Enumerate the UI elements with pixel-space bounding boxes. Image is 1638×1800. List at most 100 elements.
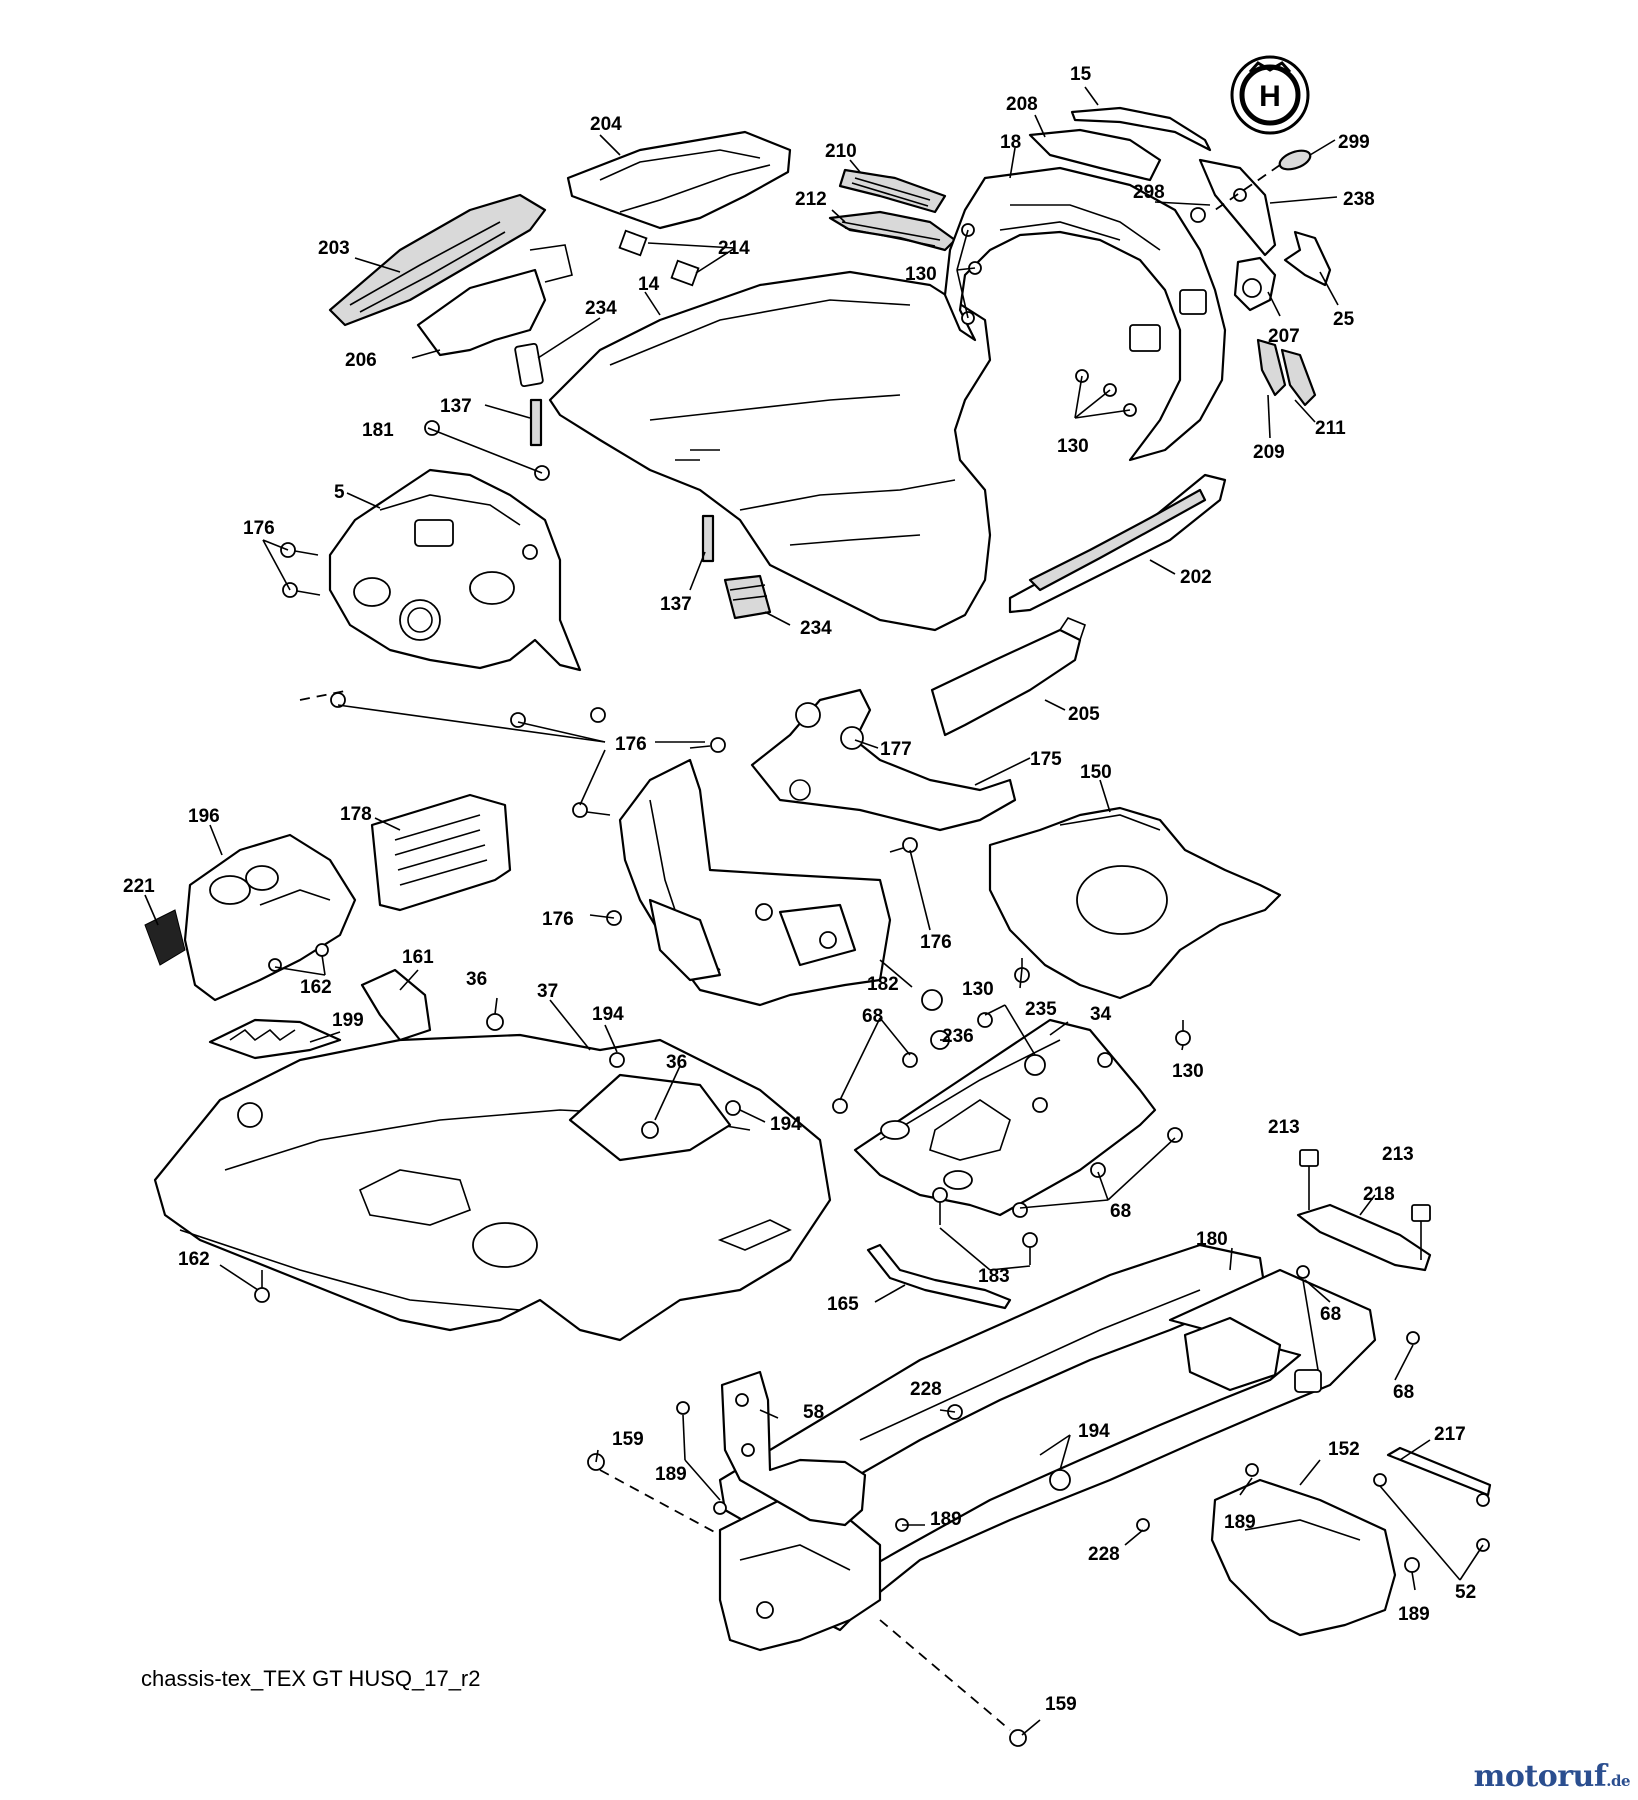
label-234b: 234: [800, 618, 832, 639]
label-196: 196: [188, 806, 220, 827]
label-37: 37: [537, 981, 558, 1002]
label-194c: 194: [1078, 1421, 1110, 1442]
label-165: 165: [827, 1294, 859, 1315]
label-194a: 194: [592, 1004, 624, 1025]
part-212-grille: [828, 210, 957, 252]
label-25: 25: [1333, 309, 1355, 330]
label-130b: 130: [1057, 436, 1089, 457]
label-130d: 130: [1172, 1061, 1204, 1082]
part-218-bracket: [1296, 1203, 1432, 1272]
part-15-trim: [1070, 106, 1212, 152]
part-number-labels: 15 208 299 18 204 210 298 238 212 130 21…: [123, 64, 1476, 1715]
watermark-suffix: .de: [1606, 1772, 1630, 1790]
label-299: 299: [1338, 132, 1370, 153]
part-298-grommet: [1190, 207, 1206, 223]
label-176d: 176: [920, 932, 952, 953]
part-199-plate: [208, 1018, 342, 1060]
label-52: 52: [1455, 1582, 1476, 1603]
part-52-nuts: [1373, 1473, 1490, 1507]
label-150: 150: [1080, 762, 1112, 783]
label-212: 212: [795, 189, 827, 210]
part-182-grille-housing: [618, 758, 892, 1007]
part-210-grille: [838, 168, 947, 214]
label-202: 202: [1180, 567, 1212, 588]
part-204-hood-cover: [566, 130, 792, 230]
part-175-bracket: [750, 688, 1017, 832]
part-234-pad-bottom: [723, 574, 772, 620]
label-183: 183: [978, 1266, 1010, 1287]
part-14-hood: [548, 270, 992, 632]
label-214: 214: [718, 238, 750, 259]
part-203-front-grille: [328, 193, 547, 327]
label-176b: 176: [615, 734, 647, 755]
part-37-deck: [153, 1033, 832, 1342]
part-299-emblem: [1278, 149, 1312, 171]
label-189b: 189: [930, 1509, 962, 1530]
part-137-strip-bottom: [701, 514, 715, 563]
label-162a: 162: [300, 977, 332, 998]
part-196-pedal-cover: [183, 833, 357, 1002]
part-211-grille: [1280, 348, 1317, 407]
label-213a: 213: [1268, 1117, 1300, 1138]
leader-lines: [144, 86, 1484, 1736]
label-211: 211: [1315, 418, 1346, 439]
label-228b: 228: [1088, 1544, 1120, 1565]
label-194b: 194: [770, 1114, 802, 1135]
label-210: 210: [825, 141, 857, 162]
watermark-brand: motoruf.de: [1474, 1759, 1631, 1794]
bolts-176-top: [280, 542, 606, 728]
part-208-panel: [1028, 128, 1162, 182]
part-150-shroud: [988, 806, 1282, 1000]
label-203: 203: [318, 238, 350, 259]
label-161: 161: [402, 947, 434, 968]
label-221: 221: [123, 876, 155, 897]
part-152-cover: [1210, 1478, 1397, 1637]
label-68b: 68: [1110, 1201, 1131, 1222]
label-228a: 228: [910, 1379, 942, 1400]
label-176a: 176: [243, 518, 275, 539]
label-68a: 68: [862, 1006, 883, 1027]
part-161-clip: [360, 968, 432, 1042]
label-36b: 36: [666, 1052, 687, 1073]
label-137b: 137: [660, 594, 692, 615]
label-68d: 68: [1393, 1382, 1414, 1403]
label-189a: 189: [655, 1464, 687, 1485]
part-234-pad-top: [514, 342, 544, 388]
part-214-clips: [618, 229, 700, 287]
label-218: 218: [1363, 1184, 1395, 1205]
label-182: 182: [867, 974, 899, 995]
part-207-light-housing: [1233, 256, 1277, 312]
husqvarna-crown-logo: H: [1230, 55, 1310, 135]
label-159b: 159: [1045, 1694, 1077, 1715]
label-175: 175: [1030, 749, 1062, 770]
label-208: 208: [1006, 94, 1038, 115]
label-213b: 213: [1382, 1144, 1414, 1165]
label-130a: 130: [905, 264, 937, 285]
label-162b: 162: [178, 1249, 210, 1270]
label-68c: 68: [1320, 1304, 1341, 1325]
part-206-bracket: [416, 244, 573, 357]
label-238: 238: [1343, 189, 1375, 210]
label-234a: 234: [585, 298, 617, 319]
label-18: 18: [1000, 132, 1021, 153]
part-202-bumper: [1008, 473, 1227, 614]
part-58-bracket: [720, 1370, 867, 1527]
label-152: 152: [1328, 1439, 1360, 1460]
label-181: 181: [362, 420, 394, 441]
part-205-panel: [930, 617, 1086, 737]
label-130c: 130: [962, 979, 994, 1000]
part-178-vent: [370, 793, 512, 912]
part-25-cover: [1283, 230, 1332, 287]
label-176c: 176: [542, 909, 574, 930]
label-178: 178: [340, 804, 372, 825]
logo-letter: H: [1259, 80, 1281, 113]
label-58: 58: [803, 1402, 824, 1423]
part-5-dashboard: [328, 468, 582, 672]
part-177-bushing: [840, 726, 864, 750]
part-221-pad: [144, 909, 186, 966]
label-189c: 189: [1224, 1512, 1256, 1533]
bolts-36-194: [486, 1013, 741, 1139]
bolts-176-lower: [572, 737, 918, 926]
label-236: 236: [942, 1026, 974, 1047]
